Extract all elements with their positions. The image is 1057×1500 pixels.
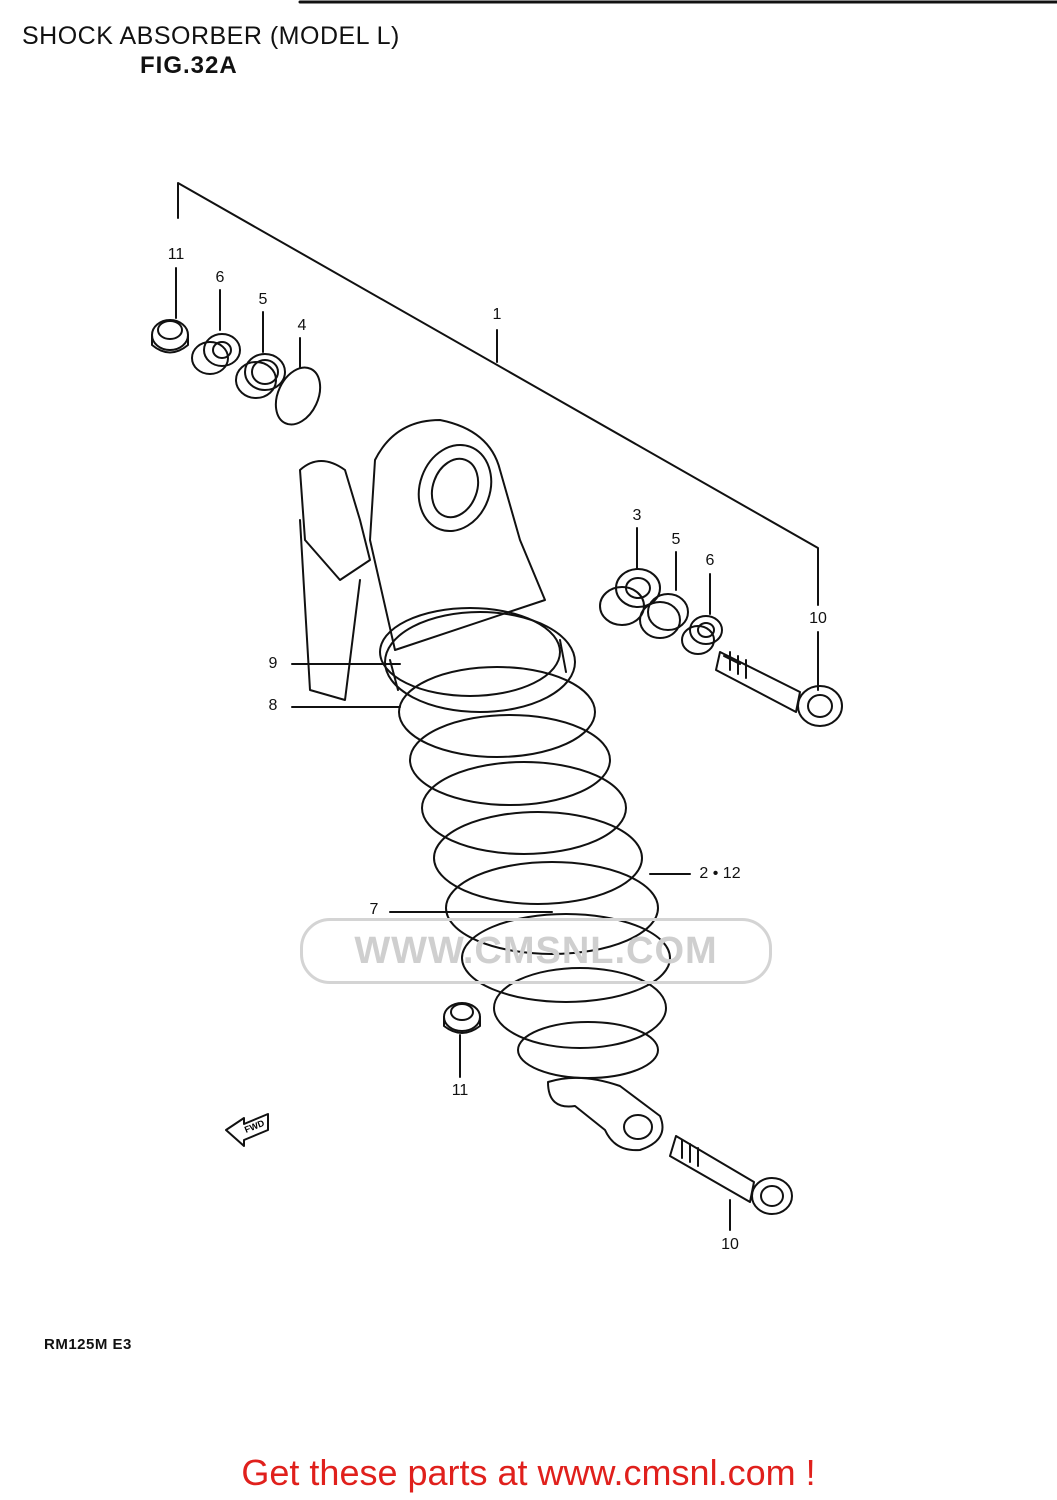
bearing-right bbox=[599, 568, 661, 626]
callout-11-top: 11 bbox=[167, 246, 185, 263]
page-title: SHOCK ABSORBER (MODEL L) bbox=[22, 22, 400, 50]
callout-7: 7 bbox=[369, 901, 379, 918]
callout-5-top: 5 bbox=[258, 291, 268, 308]
callout-4: 4 bbox=[297, 317, 307, 334]
cta-link[interactable]: Get these parts at www.cmsnl.com ! bbox=[241, 1452, 816, 1493]
callout-2-12: 2 • 12 bbox=[699, 865, 741, 882]
callout-11-lower: 11 bbox=[451, 1082, 469, 1099]
spring-adjuster bbox=[379, 607, 567, 697]
circlip bbox=[274, 366, 322, 426]
callout-10-lower: 10 bbox=[721, 1236, 739, 1253]
model-code: RM125M E3 bbox=[44, 1336, 132, 1353]
oil-seal-right bbox=[639, 593, 689, 639]
callout-9: 9 bbox=[268, 655, 278, 672]
fwd-arrow-icon bbox=[225, 1113, 269, 1147]
flange-nut-top bbox=[151, 319, 189, 354]
callout-6-top: 6 bbox=[215, 269, 225, 286]
flange-nut-lower bbox=[443, 1002, 481, 1034]
oil-seal-top bbox=[235, 353, 286, 399]
spring-coils bbox=[384, 611, 671, 1079]
callout-1-bracket bbox=[177, 182, 819, 606]
figure-number: FIG.32A bbox=[140, 52, 238, 79]
callout-10-upper: 10 bbox=[809, 610, 827, 627]
spacer-top bbox=[191, 333, 241, 375]
shock-top-eyelet bbox=[369, 419, 546, 651]
callout-3: 3 bbox=[632, 507, 642, 524]
callout-1: 1 bbox=[492, 306, 502, 323]
callout-8: 8 bbox=[268, 697, 278, 714]
reservoir bbox=[299, 460, 371, 701]
callout-5-right: 5 bbox=[671, 531, 681, 548]
bolt-lower bbox=[669, 1135, 793, 1215]
spacer-right bbox=[681, 615, 723, 655]
shock-lower-clevis bbox=[547, 1076, 664, 1152]
callout-6-right: 6 bbox=[705, 552, 715, 569]
bolt-upper bbox=[715, 651, 843, 727]
watermark: WWW.CMSNL.COM bbox=[300, 918, 772, 984]
